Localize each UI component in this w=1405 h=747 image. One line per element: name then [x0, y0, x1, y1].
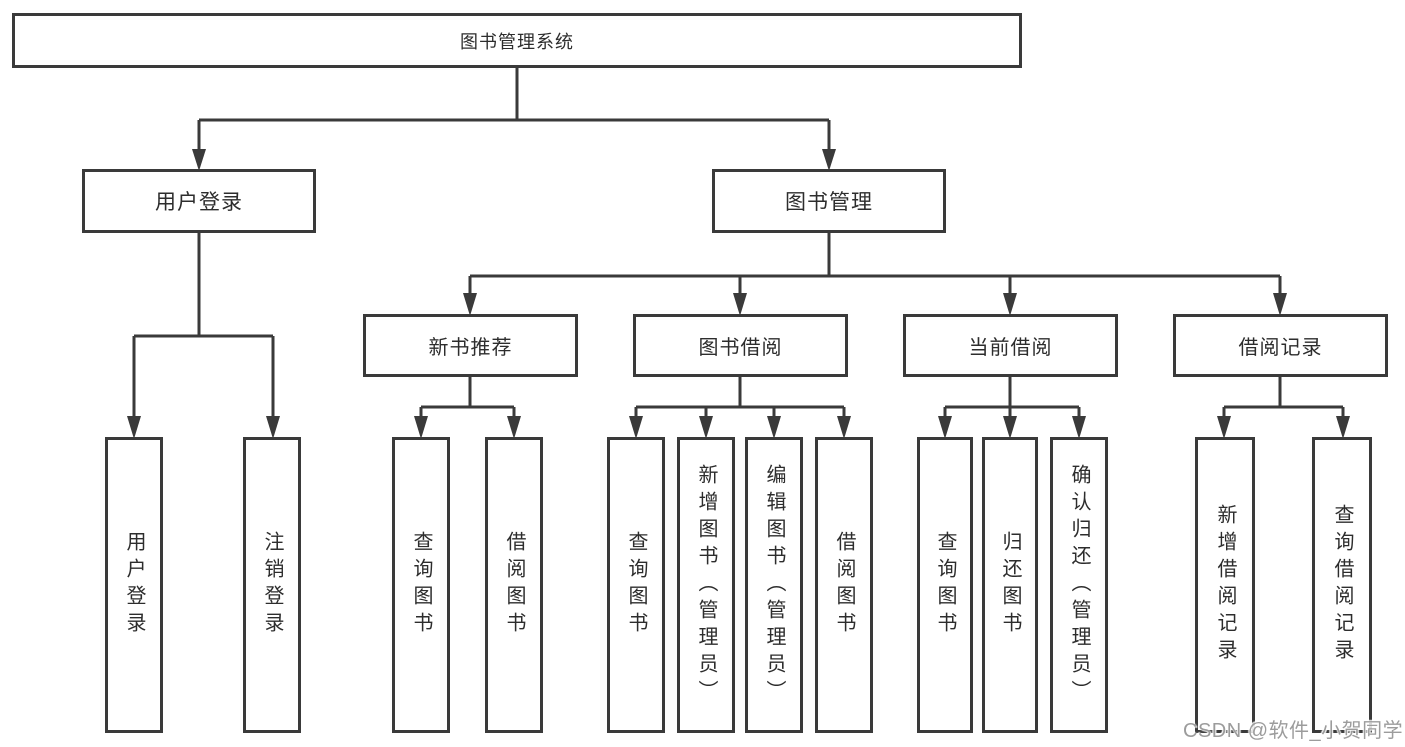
node-current-borrowing: 当前借阅: [903, 314, 1118, 377]
connector-root-to-level2: [197, 68, 831, 150]
node-leaf-add-borrow-record: 新增借阅记录: [1195, 437, 1255, 733]
node-user-login: 用户登录: [82, 169, 316, 233]
arrowheads-current-children: [938, 416, 1086, 439]
node-borrowing-records: 借阅记录: [1173, 314, 1388, 377]
connector-current-children: [943, 377, 1081, 417]
arrowheads-root-to-level2: [192, 149, 836, 171]
arrowheads-book-mgmt-to-level3: [463, 293, 1287, 316]
connector-user-login-children: [132, 233, 275, 417]
csdn-watermark: CSDN @软件_小贺同学: [1183, 720, 1404, 742]
connector-borrow-children: [634, 377, 846, 417]
connector-book-mgmt-to-level3: [468, 233, 1282, 294]
node-leaf-query-books-recommend: 查询图书: [392, 437, 450, 733]
node-leaf-query-borrow-record: 查询借阅记录: [1312, 437, 1372, 733]
node-leaf-return-books: 归还图书: [982, 437, 1038, 733]
node-leaf-query-books-current: 查询图书: [917, 437, 973, 733]
node-leaf-user-login: 用户登录: [105, 437, 163, 733]
connector-new-book-children: [419, 377, 516, 417]
arrowheads-new-book-children: [414, 416, 521, 439]
arrowheads-borrow-children: [629, 416, 851, 439]
node-new-book-recommend: 新书推荐: [363, 314, 578, 377]
node-leaf-borrow-books: 借阅图书: [815, 437, 873, 733]
node-book-management: 图书管理: [712, 169, 946, 233]
node-leaf-query-books-borrow: 查询图书: [607, 437, 665, 733]
node-leaf-logout: 注销登录: [243, 437, 301, 733]
arrowheads-user-login-children: [127, 416, 280, 439]
node-leaf-add-books-admin: 新增图书（管理员）: [677, 437, 735, 733]
node-book-borrowing: 图书借阅: [633, 314, 848, 377]
node-leaf-edit-books-admin: 编辑图书（管理员）: [745, 437, 803, 733]
node-library-system: 图书管理系统: [12, 13, 1022, 68]
node-leaf-confirm-return-admin: 确认归还（管理员）: [1050, 437, 1108, 733]
connector-records-children: [1222, 377, 1345, 417]
node-leaf-borrow-books-recommend: 借阅图书: [485, 437, 543, 733]
arrowheads-records-children: [1217, 416, 1350, 439]
